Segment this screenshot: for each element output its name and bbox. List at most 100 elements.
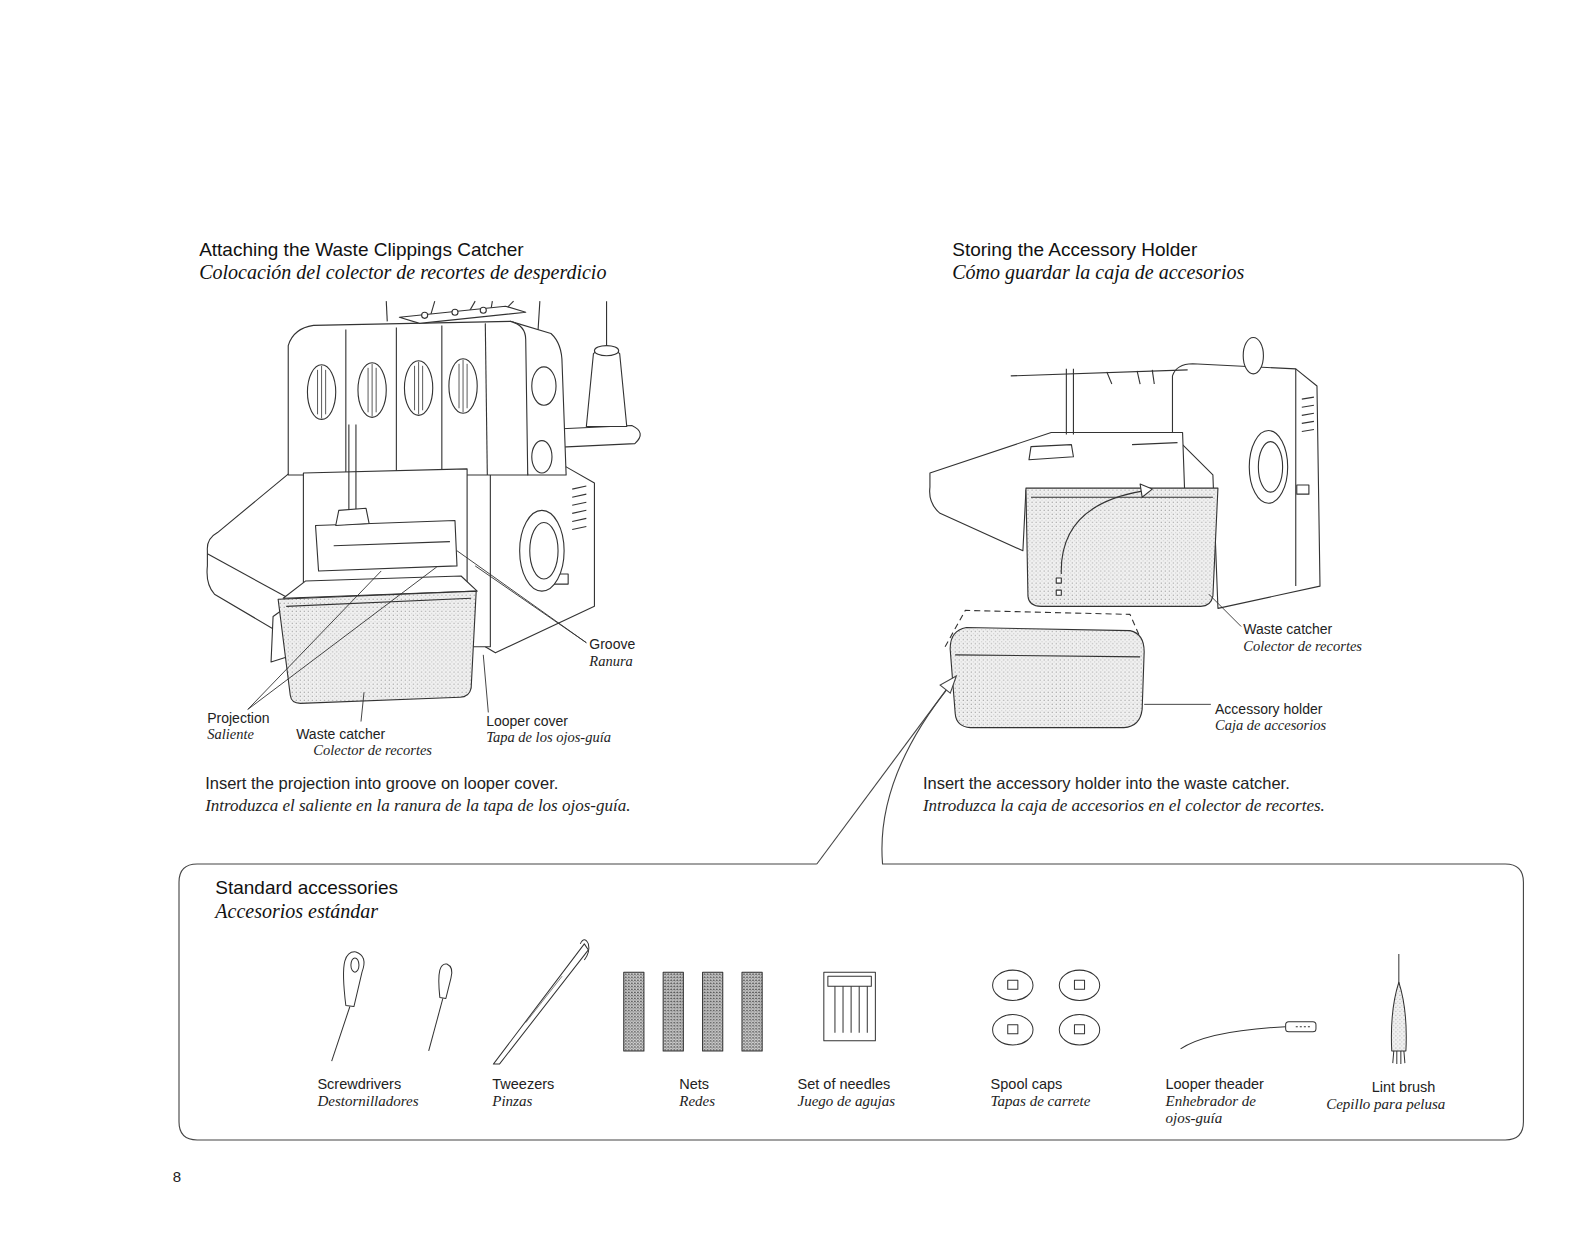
- spool-caps: [993, 1015, 1033, 1045]
- tension-dials: [404, 361, 432, 416]
- part-label: Accessory holder: [1215, 701, 1322, 717]
- base-block: [572, 486, 586, 489]
- lint-brush: [1391, 954, 1406, 1064]
- upper-housing: [288, 321, 528, 475]
- serger-left: [207, 301, 640, 721]
- spool-stand: [586, 348, 626, 427]
- tweezers: [493, 940, 588, 1064]
- needle-pack: [835, 986, 867, 1032]
- upper-housing: [1258, 442, 1282, 493]
- upper-housing: [1302, 405, 1314, 407]
- upper-housing: [399, 306, 525, 323]
- upper-housing: [396, 327, 397, 475]
- upper-housing: [1295, 369, 1296, 586]
- part-label: Saliente: [207, 726, 254, 743]
- screwdrivers: [344, 952, 364, 1007]
- accessory-holder: [955, 655, 1140, 657]
- tension-dials: [422, 366, 423, 410]
- needle-pack: [859, 986, 860, 1032]
- leader-lines: [248, 551, 587, 722]
- spool-caps: [1008, 980, 1018, 989]
- waste-catcher: [1031, 497, 1213, 498]
- tension-dials: [459, 364, 460, 408]
- looper-area: [355, 424, 356, 510]
- part-label: Colector de recortes: [313, 742, 432, 759]
- tension-dials: [307, 359, 477, 420]
- nets: [703, 972, 723, 1051]
- leader-lines: [457, 551, 586, 643]
- tension-dials: [372, 364, 373, 417]
- base-block: [485, 467, 594, 653]
- panel-heading: Standard accessories: [215, 877, 398, 899]
- part-label: Ranura: [589, 653, 633, 670]
- upper-housing: [1302, 421, 1314, 423]
- instruction: Introduzca el saliente en la ranura de l…: [205, 796, 630, 816]
- needle-area: [1011, 369, 1188, 460]
- page-number: 8: [173, 1168, 181, 1185]
- part-label: Waste catcher: [1243, 621, 1332, 637]
- leader-lines: [361, 692, 364, 721]
- upper-housing: [1302, 397, 1314, 399]
- needle-pack: [824, 972, 876, 1041]
- side-knobs: [532, 367, 556, 405]
- leader-lines: [248, 567, 437, 709]
- nets: [624, 972, 644, 1051]
- item-label: Nets: [679, 1076, 709, 1093]
- spool-stand: [606, 301, 607, 345]
- item-label: Looper theader: [1165, 1076, 1263, 1093]
- waste-catcher: [1026, 488, 1218, 606]
- upper-housing: [345, 329, 346, 475]
- base-block: [572, 494, 586, 497]
- instruction: Insert the projection into groove on loo…: [205, 774, 558, 793]
- part-label: Colector de recortes: [1243, 638, 1362, 655]
- needle-area: [1029, 445, 1073, 460]
- item-label: Juego de agujas: [798, 1093, 895, 1110]
- panel-outline: [179, 676, 1523, 1140]
- waste-catcher: [286, 598, 471, 606]
- needle-area: [1137, 371, 1140, 384]
- instruction: Insert the accessory holder into the was…: [923, 774, 1290, 793]
- waste-catcher: [278, 576, 477, 703]
- base-block: [572, 518, 586, 521]
- needle-pack: [851, 986, 852, 1032]
- upper-housing: [288, 306, 566, 475]
- screwdrivers: [439, 964, 452, 998]
- item-label: Tapas de carrete: [991, 1093, 1091, 1110]
- tension-dials: [376, 368, 377, 412]
- looper-area: [336, 508, 369, 525]
- needle-area: [1073, 369, 1074, 435]
- item-label: Destornilladores: [317, 1093, 418, 1110]
- looper-area: [303, 469, 467, 594]
- upper-housing: [480, 307, 486, 313]
- screwdrivers: [351, 958, 359, 972]
- tension-dials: [463, 360, 464, 413]
- needle-pack: [843, 986, 844, 1032]
- leader-lines: [483, 655, 488, 713]
- looper-threader: [1296, 1026, 1310, 1027]
- tension-dials: [318, 360, 468, 419]
- lint-brush: [1393, 1051, 1405, 1064]
- item-label: Cepillo para pelusa: [1326, 1096, 1445, 1113]
- base-block: [572, 502, 586, 505]
- lint-brush: [1398, 954, 1399, 985]
- part-label: Waste catcher: [296, 726, 385, 742]
- looper-area: [316, 520, 457, 571]
- item-label: Tweezers: [492, 1076, 554, 1093]
- tension-dials: [368, 368, 369, 412]
- leader-lines: [1144, 704, 1211, 705]
- leader-lines: [1209, 594, 1241, 626]
- needle-area: [1011, 370, 1188, 376]
- leader-lines: [475, 566, 586, 643]
- item-label: Set of needles: [798, 1076, 891, 1093]
- spool-caps: [1008, 1025, 1018, 1034]
- spool-caps: [993, 970, 1033, 1000]
- section-heading: Attaching the Waste Clippings Catcher: [199, 239, 524, 261]
- tension-dials: [449, 359, 477, 414]
- item-label: Enhebrador de ojos-guía: [1165, 1093, 1278, 1128]
- thread-lines: [386, 301, 387, 321]
- part-label: Groove: [589, 636, 635, 652]
- pointer-arrowhead: [940, 676, 956, 693]
- section-heading: Storing the Accessory Holder: [952, 239, 1197, 261]
- upper-housing: [346, 323, 487, 475]
